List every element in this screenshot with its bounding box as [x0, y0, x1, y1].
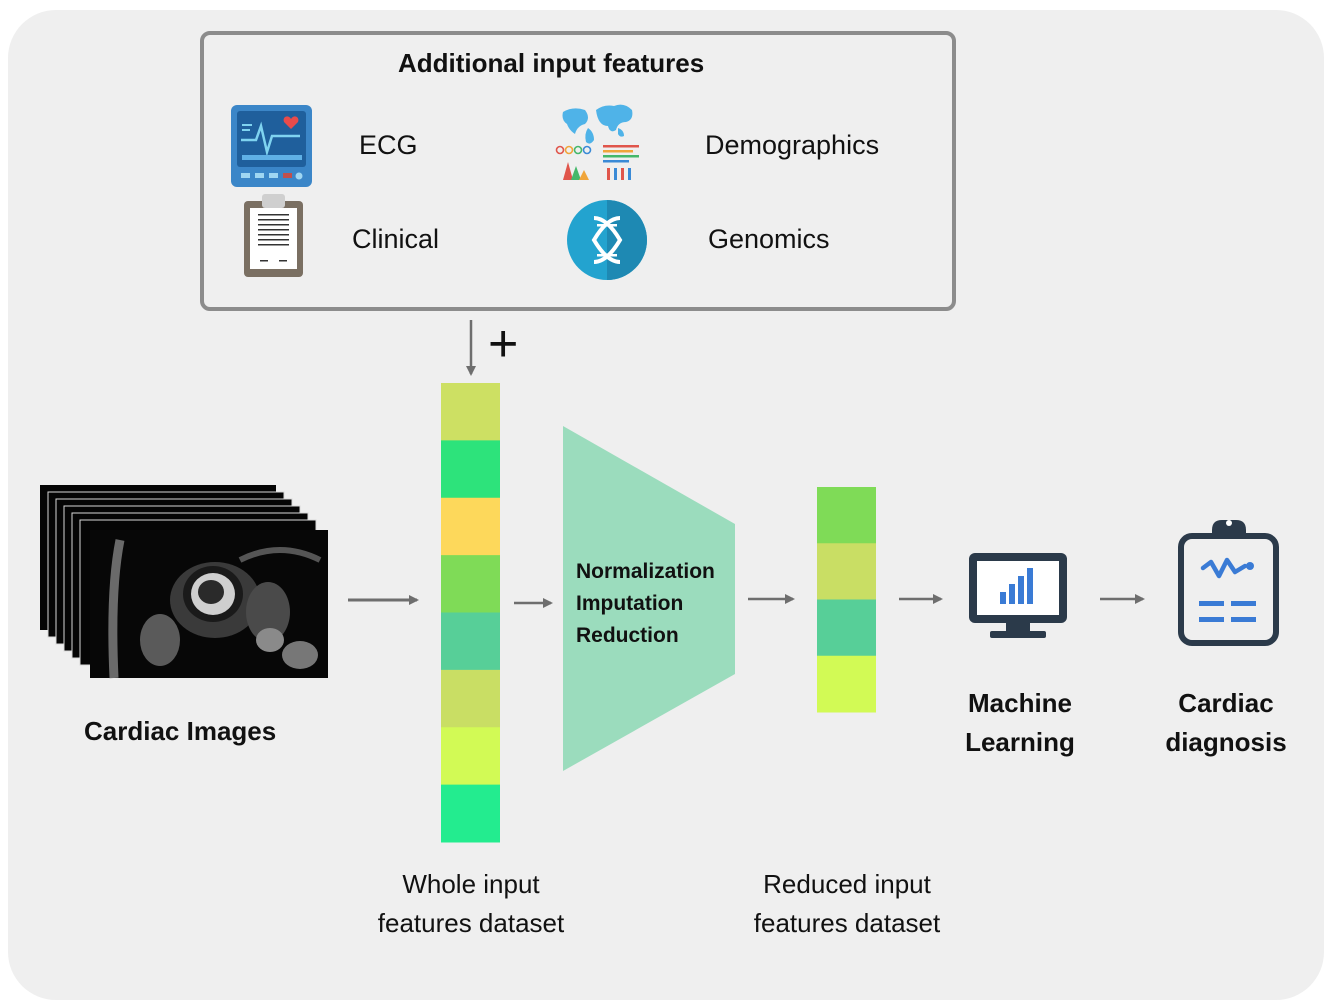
dna-icon	[567, 200, 647, 280]
demographics-label: Demographics	[705, 130, 880, 160]
additional-features-title: Additional input features	[398, 48, 705, 78]
genomics-label: Genomics	[708, 224, 830, 254]
whole-dataset-cell-5	[441, 612, 500, 671]
processing-trapezoid	[563, 426, 735, 771]
whole-dataset-label-line1: Whole input	[402, 869, 540, 899]
reduced-dataset-cell-4	[817, 655, 876, 713]
machine-learning-label-line1: Machine	[967, 688, 1073, 718]
reduced-dataset-cell-1	[817, 487, 876, 544]
cardiac-images-label: Cardiac Images	[84, 716, 277, 746]
clinical-label: Clinical	[352, 224, 440, 254]
whole-dataset-cell-4	[441, 555, 500, 613]
plus-sign: +	[488, 315, 519, 373]
diagram-graphics	[40, 104, 1279, 843]
whole-dataset-cell-8	[441, 784, 500, 843]
cardiac-diagnosis-label-line1: Cardiac	[1178, 688, 1274, 718]
cardiac-mri-image-stack	[40, 485, 328, 679]
whole-dataset-cell-6	[441, 669, 500, 728]
clipboard-heartbeat-icon	[1178, 520, 1279, 646]
diagram-canvas: Additional input features ECG Demographi…	[8, 10, 1324, 1000]
processing-step-reduction: Reduction	[576, 624, 679, 647]
reduced-dataset-label-line2: features dataset	[753, 908, 941, 938]
whole-dataset-label-line2: features dataset	[377, 908, 565, 938]
whole-dataset-cell-1	[441, 383, 500, 441]
reduced-dataset-cell-3	[817, 599, 876, 657]
reduced-dataset-column	[817, 487, 876, 713]
processing-step-normalization: Normalization	[576, 560, 715, 583]
whole-dataset-cell-3	[441, 497, 500, 556]
world-map-demographics-icon	[555, 104, 639, 180]
whole-dataset-cell-2	[441, 440, 500, 499]
reduced-dataset-label-line1: Reduced input	[763, 869, 931, 899]
processing-step-imputation: Imputation	[576, 592, 684, 615]
machine-learning-label-line2: Learning	[965, 727, 1075, 757]
cardiac-diagnosis-label-line2: diagnosis	[1165, 727, 1287, 757]
whole-dataset-cell-7	[441, 727, 500, 786]
ecg-monitor-icon	[231, 105, 312, 187]
reduced-dataset-cell-2	[817, 543, 876, 600]
clipboard-icon	[244, 194, 303, 277]
ecg-label: ECG	[359, 130, 418, 160]
monitor-bar-chart-icon	[969, 553, 1067, 638]
whole-dataset-column	[441, 383, 500, 843]
